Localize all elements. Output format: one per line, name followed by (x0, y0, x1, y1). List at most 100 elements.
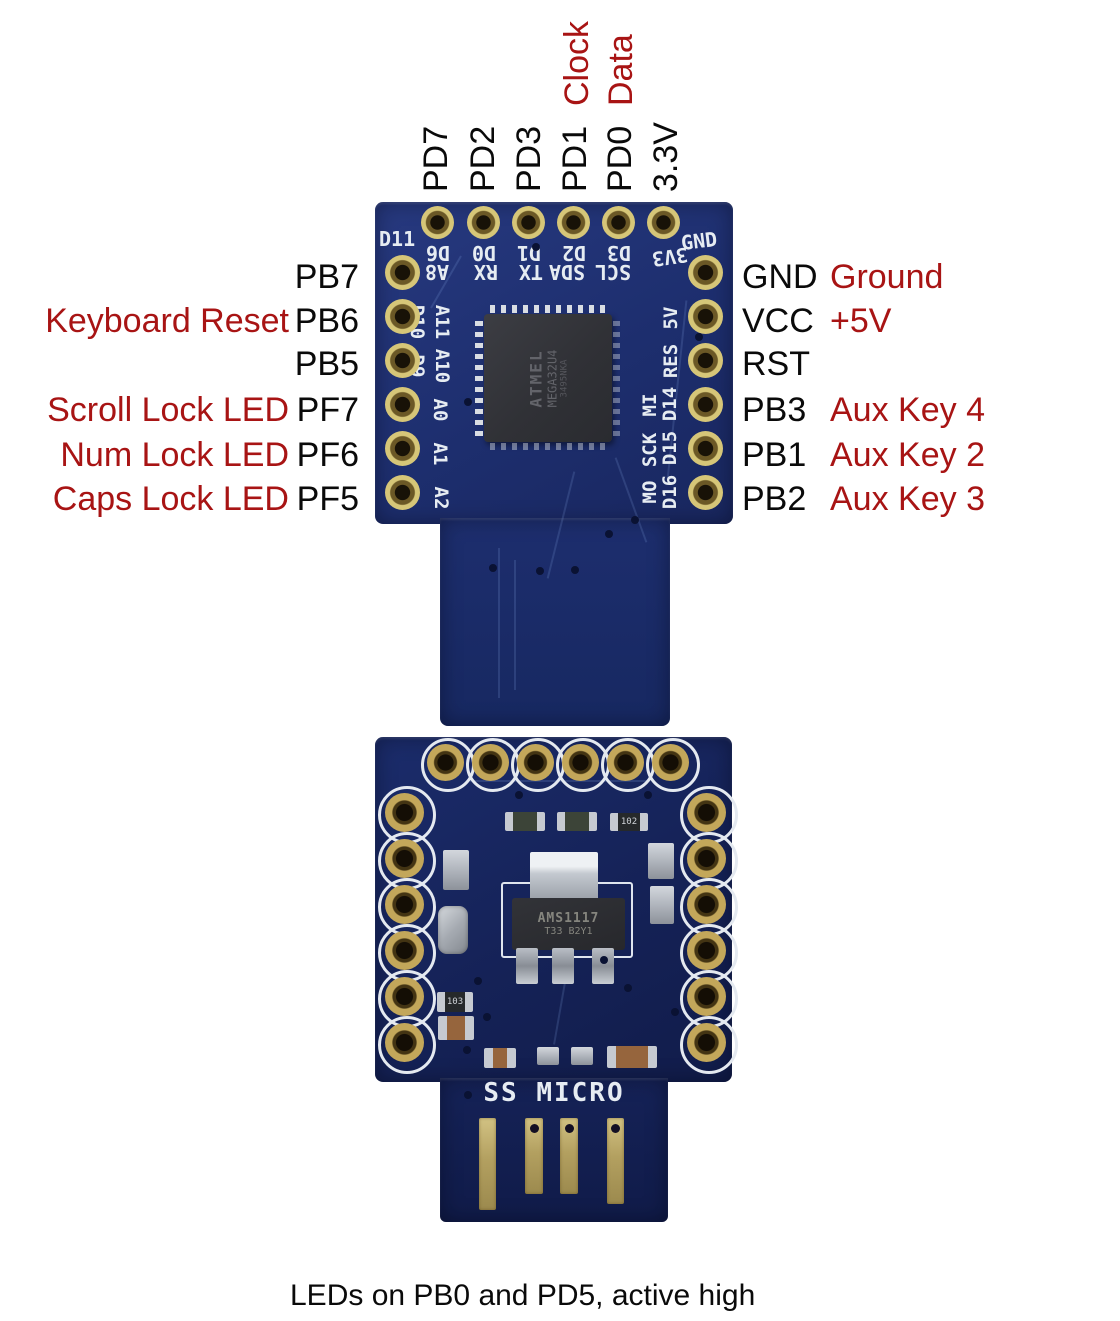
back-pin-hole (686, 792, 726, 832)
chip-leads-bottom (490, 443, 606, 450)
back-pin-hole (384, 976, 424, 1016)
back-pin-hole (384, 884, 424, 924)
via (464, 398, 472, 406)
front-pin-hole (384, 386, 420, 422)
smd-capacitor (438, 1016, 474, 1040)
chip-brand: ATMEL (526, 348, 546, 408)
via (671, 1008, 679, 1016)
right-pin-pb3: PB3 (742, 391, 807, 429)
top-pin-label-pd3: PD3 (510, 125, 548, 192)
data-label: Data (602, 34, 640, 106)
front-pin-hole (384, 298, 420, 334)
back-pin-hole (384, 838, 424, 878)
pcb-trace (514, 560, 516, 690)
right-pin-pb2: PB2 (742, 480, 807, 518)
silk-rx: RX (473, 260, 499, 284)
front-pin-hole (384, 254, 420, 290)
back-pin-hole (384, 1022, 424, 1062)
silk-ring (646, 738, 700, 792)
left-note-keyboard-reset: Keyboard Reset (45, 302, 289, 340)
board-name-silk: SS MICRO (483, 1078, 625, 1108)
chip-part: MEGA32U4 (545, 349, 560, 407)
front-pin-hole (466, 205, 500, 239)
silk-mo: MO (639, 480, 661, 504)
front-pin-hole (687, 474, 723, 510)
via (489, 564, 497, 572)
back-board-usb-tab (440, 1078, 668, 1222)
via (464, 1091, 472, 1099)
smd-capacitor (648, 843, 674, 879)
via (631, 516, 639, 524)
top-pin-label-pd1: PD1 (556, 125, 594, 192)
back-pin-hole (686, 976, 726, 1016)
chip-leads-top (490, 305, 606, 313)
back-pin-hole (384, 930, 424, 970)
right-pin-vcc: VCC (742, 302, 814, 340)
chip-leads-left (475, 320, 483, 436)
usb-finger-hole (611, 1124, 620, 1133)
regulator-leg (516, 948, 538, 984)
usb-contact-finger (560, 1118, 578, 1194)
regulator-marking-1: AMS1117 (537, 911, 600, 926)
back-pin-hole (516, 743, 554, 781)
front-pin-hole (420, 205, 454, 239)
usb-finger-hole (530, 1124, 539, 1133)
left-pin-pb6: PB6 (294, 302, 359, 340)
top-pin-label-pd0: PD0 (601, 125, 639, 192)
top-pin-label-pd7: PD7 (417, 125, 455, 192)
left-pin-pb7: PB7 (294, 258, 359, 296)
usb-contact-finger (525, 1118, 543, 1194)
front-board-usb-tab (440, 518, 670, 726)
back-pin-hole (686, 838, 726, 878)
via (463, 1046, 471, 1054)
back-pin-hole (561, 743, 599, 781)
left-note-scroll-lock: Scroll Lock LED (47, 391, 289, 429)
left-pin-pf5: PF5 (296, 480, 359, 518)
right-pin-pb1: PB1 (742, 436, 807, 474)
via (605, 530, 613, 538)
smd-code-102: 102 (620, 817, 638, 827)
usb-finger-hole (565, 1124, 574, 1133)
front-pin-hole (384, 430, 420, 466)
left-pin-pb5: PB5 (294, 345, 359, 383)
back-pin-hole (426, 743, 464, 781)
smd-resistor-103: 103 (437, 992, 473, 1012)
front-pin-hole (556, 205, 590, 239)
back-pin-hole (686, 930, 726, 970)
chip-markings: ATMEL MEGA32U4 3495NKA (526, 349, 569, 407)
back-pin-hole (651, 743, 689, 781)
smd-capacitor (571, 1047, 593, 1065)
silk-a2: A2 (430, 486, 452, 510)
right-note-aux2: Aux Key 2 (830, 436, 985, 474)
front-pin-hole (511, 205, 545, 239)
clock-label: Clock (558, 20, 596, 106)
right-note-aux3: Aux Key 3 (830, 480, 985, 518)
via (515, 791, 523, 799)
front-pin-hole (384, 474, 420, 510)
smd-code-103: 103 (446, 997, 464, 1007)
back-pin-hole (686, 884, 726, 924)
smd-capacitor (650, 886, 674, 924)
right-note-ground: Ground (830, 258, 944, 296)
via (571, 566, 579, 574)
ams1117-regulator: AMS1117 T33 B2Y1 (512, 898, 625, 950)
chip-leads-right (613, 320, 620, 436)
left-note-num-lock: Num Lock LED (60, 436, 289, 474)
silk-scl: SCL (594, 260, 632, 284)
silk-ring (378, 1016, 436, 1074)
silk-d16: D16 (659, 474, 681, 510)
front-pin-hole (687, 430, 723, 466)
right-note-aux4: Aux Key 4 (830, 391, 985, 429)
top-pin-label-3v3: 3.3V (647, 122, 685, 192)
smd-resistor-102: 102 (610, 813, 648, 831)
usb-contact-finger (479, 1118, 496, 1210)
pcb-trace (470, 780, 650, 782)
silk-d11: D11 (379, 227, 416, 251)
regulator-leg (552, 948, 574, 984)
back-pin-hole (471, 743, 509, 781)
front-pin-hole (646, 205, 680, 239)
regulator-tab (530, 852, 598, 900)
back-pin-hole (384, 792, 424, 832)
top-pin-label-pd2: PD2 (464, 125, 502, 192)
